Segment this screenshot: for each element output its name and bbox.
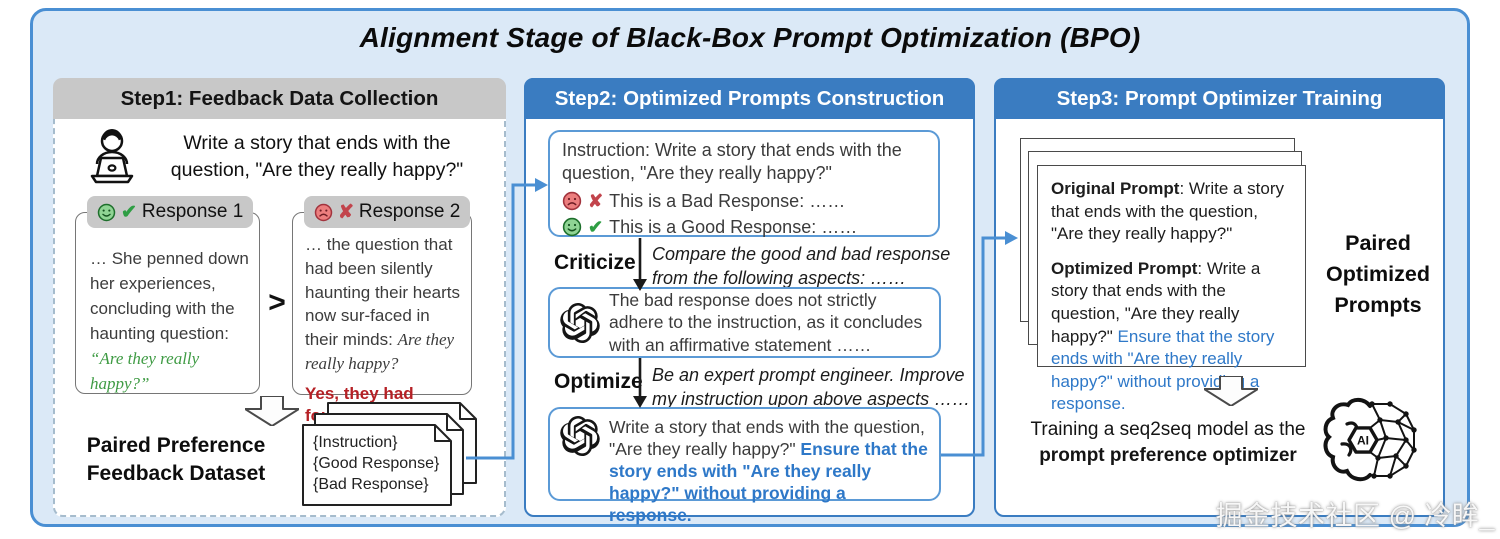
bad-face-icon: [314, 203, 333, 221]
step1-panel: Step1: Feedback Data Collection Write a …: [53, 78, 506, 517]
optimized-prompt-highlight: Ensure that the story ends with "Are the…: [609, 439, 928, 526]
original-prompt-label: Original Prompt: [1051, 179, 1180, 198]
optimized-prompt-paragraph: Optimized Prompt: Write a story that end…: [1051, 258, 1292, 416]
training-line1: Training a seq2seq model as the: [1030, 419, 1306, 440]
criticize-label: Criticize: [554, 251, 636, 274]
doc-line-bad: {Bad Response}: [313, 476, 429, 493]
ai-badge-text: AI: [1357, 434, 1369, 448]
optimized-prompt-box: Write a story that ends with the questio…: [548, 407, 941, 525]
watermark: 掘金技术社区 @ 冷眸_: [1215, 501, 1495, 531]
criticize-note: Compare the good and bad response from t…: [652, 244, 951, 288]
response1-box: … She penned down her experiences, concl…: [75, 212, 260, 394]
good-response-row: ✔ This is a Good Response: ……: [562, 217, 926, 238]
openai-logo-icon: [560, 416, 600, 456]
prompt-card-front: Original Prompt: Write a story that ends…: [1037, 165, 1306, 413]
document-stack-icon: {Instruction} {Good Response} {Bad Respo…: [302, 402, 477, 506]
response2-quote: Are they really happy?: [305, 330, 455, 373]
check-icon: ✔: [588, 216, 604, 237]
response2-label: Response 2: [358, 201, 461, 222]
step2-header: Step2: Optimized Prompts Construction: [524, 78, 975, 119]
user-laptop-icon: [90, 129, 134, 184]
paired-optimized-prompts-label: Paired Optimized Prompts: [1326, 231, 1430, 318]
optimized-prompt-label: Optimized Prompt: [1051, 258, 1198, 278]
doc-line-instruction: {Instruction}: [313, 434, 398, 451]
training-line2: prompt preference optimizer: [1039, 444, 1297, 466]
step1-prompt: Write a story that ends with the questio…: [170, 132, 464, 182]
step1-header: Step1: Feedback Data Collection: [53, 78, 506, 119]
bad-face-icon: [562, 192, 582, 211]
response1-label: Response 1: [141, 201, 244, 222]
step3-header: Step3: Prompt Optimizer Training: [994, 78, 1445, 119]
response1-pill: ✔ Response 1: [87, 196, 254, 228]
diagram-title: Alignment Stage of Black-Box Prompt Opti…: [359, 22, 1141, 53]
optimize-label: Optimize: [554, 370, 643, 393]
ai-brain-icon: AI: [1323, 397, 1417, 482]
dataset-label: Paired Preference Feedback Dataset: [86, 434, 266, 486]
step2-panel: Step2: Optimized Prompts Construction In…: [524, 78, 975, 525]
check-icon: ✔: [121, 201, 137, 223]
good-face-icon: [562, 218, 582, 237]
instruction-box: Instruction: Write a story that ends wit…: [548, 130, 940, 237]
optimize-note: Be an expert prompt engineer. Improve my…: [652, 365, 971, 409]
critique-text: The bad response does not strictly adher…: [609, 290, 923, 355]
step3-panel: Step3: Prompt Optimizer Training Origina…: [994, 78, 1445, 517]
cross-icon: ✘: [588, 190, 604, 211]
doc-line-good: {Good Response}: [313, 455, 440, 472]
cross-icon: ✘: [338, 201, 354, 223]
response1-quote: “Are they really happy?”: [90, 348, 200, 393]
openai-logo-icon: [560, 302, 600, 343]
response2-body: … the question that had been silently ha…: [305, 235, 460, 350]
optimized-prompt-text: Write a story that ends with the questio…: [609, 416, 929, 526]
training-caption: Training a seq2seq model as the prompt p…: [1016, 417, 1320, 468]
original-prompt-text: : Write a story that ends with the quest…: [1051, 179, 1285, 244]
critique-box: The bad response does not strictly adher…: [548, 287, 941, 358]
bad-response-row: ✘ This is a Bad Response: ……: [562, 191, 926, 212]
down-block-arrow-icon: [245, 396, 299, 426]
optimized-prompt-plain: Write a story that ends with the questio…: [609, 417, 925, 460]
optimized-prompt-highlight: Ensure that the story ends with "Are the…: [1051, 326, 1275, 414]
response2-pill: ✘ Response 2: [304, 196, 471, 228]
bad-response-text: This is a Bad Response: ……: [609, 190, 846, 211]
good-face-icon: [97, 203, 116, 221]
response1-text: … She penned down her experiences, concl…: [76, 213, 259, 403]
optimized-prompt-text: : Write a story that ends with the quest…: [1051, 258, 1261, 346]
good-response-text: This is a Good Response: ……: [609, 216, 858, 237]
response1-body: … She penned down her experiences, concl…: [90, 249, 249, 343]
instruction-text: Instruction: Write a story that ends wit…: [562, 140, 902, 184]
original-prompt-paragraph: Original Prompt: Write a story that ends…: [1051, 178, 1292, 246]
preference-gt-symbol: >: [268, 286, 286, 319]
response2-box: … the question that had been silently ha…: [292, 212, 472, 447]
down-block-arrow-icon: [1204, 376, 1258, 406]
